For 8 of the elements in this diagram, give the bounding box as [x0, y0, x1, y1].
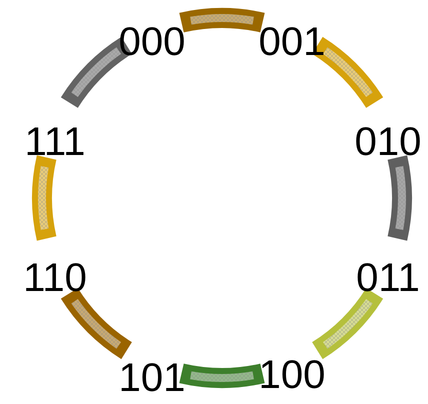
- binary-label: 011: [356, 258, 420, 298]
- binary-label: 010: [354, 122, 422, 162]
- binary-label: 110: [23, 258, 87, 298]
- binary-label: 100: [258, 355, 326, 395]
- binary-label: 101: [118, 358, 186, 398]
- binary-label: 111: [24, 122, 86, 162]
- binary-label: 000: [118, 22, 186, 62]
- binary-label: 001: [258, 22, 326, 62]
